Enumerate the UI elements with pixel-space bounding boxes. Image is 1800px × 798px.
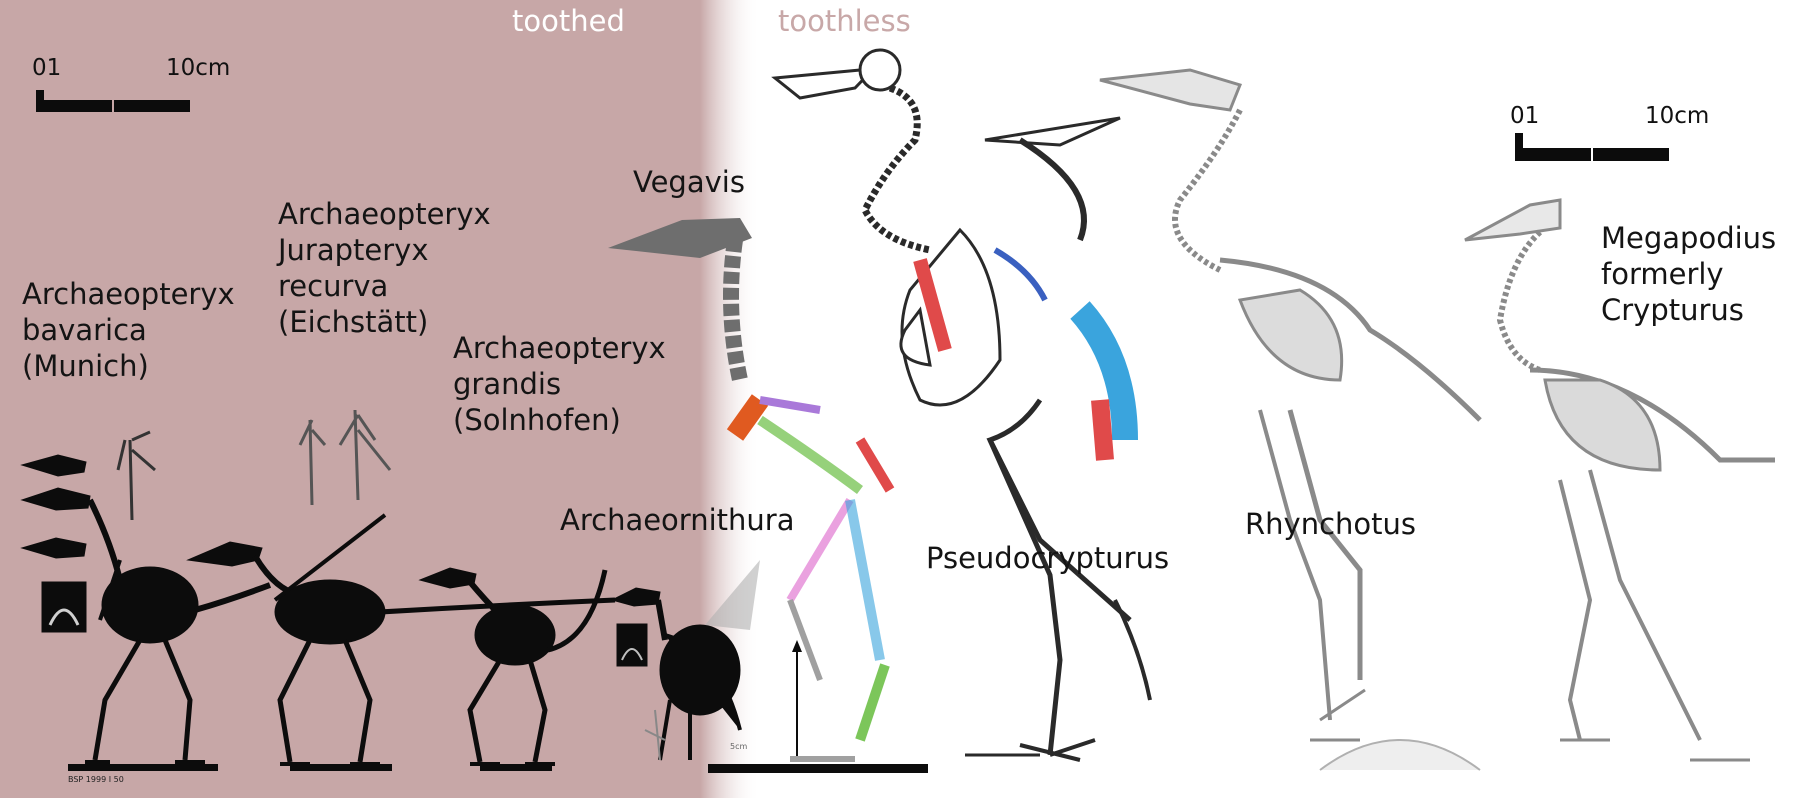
label-archaeopteryx-recurva: Archaeopteryx Jurapteryx recurva (Eichst… <box>278 197 491 339</box>
label-pseudocrypturus: Pseudocrypturus <box>926 541 1170 575</box>
label-megapodius: Megapodius formerly Crypturus <box>1601 221 1777 327</box>
vegavis-skeleton <box>608 218 895 762</box>
label-archaeornithura: Archaeornithura <box>560 503 795 537</box>
archaeornithura-skeleton <box>610 587 742 761</box>
ground-bars-toothed <box>68 764 552 771</box>
archaeopteryx-grandis-skeleton <box>418 567 608 766</box>
rhynchotus-skeleton <box>1099 68 1482 771</box>
specimen-tag: BSP 1999 I 50 <box>68 775 124 784</box>
scale-left-zero: 01 <box>32 55 62 81</box>
label-rhynchotus: Rhynchotus <box>1245 507 1416 541</box>
archaeopteryx-bavarica-skeleton <box>20 430 272 764</box>
label-archaeopteryx-grandis: Archaeopteryx grandis (Solnhofen) <box>453 331 666 437</box>
scale-left-ten: 10cm <box>166 55 231 81</box>
scale-bar-left <box>36 90 190 112</box>
scale-bar-right <box>1515 133 1669 161</box>
scale-right-ten: 10cm <box>1645 103 1710 129</box>
small-scale-label: 5cm <box>730 742 748 751</box>
archaeopteryx-recurva-skeleton <box>186 409 616 766</box>
ground-bar-toothless <box>708 764 928 773</box>
megapodius-skeleton <box>1464 198 1775 762</box>
label-archaeopteryx-bavarica: Archaeopteryx bavarica (Munich) <box>22 277 235 383</box>
scale-right-zero: 01 <box>1510 103 1540 129</box>
pseudocrypturus-skeleton <box>771 48 1152 762</box>
toothed-background <box>0 0 700 798</box>
label-vegavis: Vegavis <box>633 165 745 199</box>
header-toothless: toothless <box>778 4 911 38</box>
header-toothed: toothed <box>512 4 625 38</box>
